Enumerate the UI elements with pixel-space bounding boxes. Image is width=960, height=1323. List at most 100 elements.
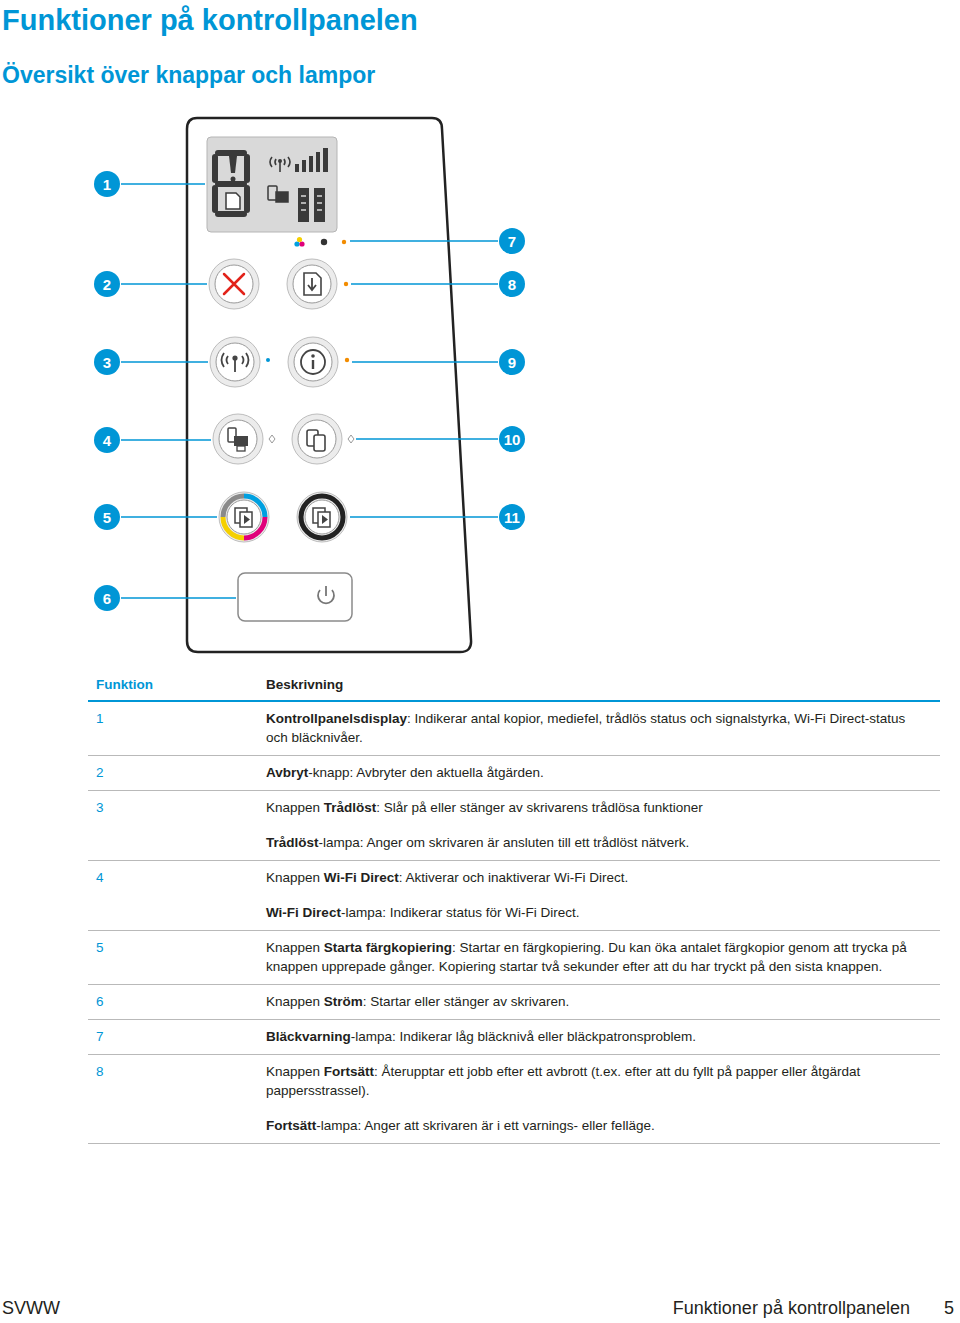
wireless-button: [246, 353, 249, 367]
callout-text: 10: [504, 432, 521, 447]
panel-display: [278, 159, 282, 163]
footer-code: SVWW: [2, 1298, 60, 1319]
print-info-button: [292, 414, 342, 464]
status-lights: [294, 241, 299, 246]
wifi-direct-button: [237, 446, 245, 451]
function-number: 3: [88, 798, 266, 852]
black-copy-button: [305, 500, 339, 534]
table-row: 7Bläckvarning-lampa: Indikerar låg bläck…: [88, 1020, 940, 1055]
function-number: 8: [88, 1062, 266, 1135]
footer-chapter: Funktioner på kontrollpanelen: [673, 1298, 910, 1319]
black-copy-button: [297, 492, 347, 542]
description-cell: Bläckvarning-lampa: Indikerar låg bläckn…: [266, 1027, 940, 1046]
color-copy-button: [240, 512, 252, 527]
feature-name: Fortsätt: [324, 1064, 374, 1079]
color-copy-button: [244, 515, 250, 524]
function-number: 5: [88, 938, 266, 976]
description-paragraph: KnappenWi-Fi Direct: Aktiverar och inakt…: [266, 868, 930, 887]
panel-display: [207, 137, 337, 232]
resume-button: [287, 259, 337, 309]
panel-display: [323, 148, 328, 172]
callout-number: 5: [94, 504, 120, 530]
description-text: Knappen: [266, 940, 320, 955]
leader-line: [121, 283, 207, 285]
leader-line: [352, 361, 498, 363]
callout-text: 1: [103, 177, 111, 192]
description-cell: KnappenWi-Fi Direct: Aktiverar och inakt…: [266, 868, 940, 922]
panel-display: [288, 157, 290, 167]
callout-text: 2: [103, 277, 111, 292]
page-title: Funktioner på kontrollpanelen: [2, 4, 418, 37]
description-paragraph: Bläckvarning-lampa: Indikerar låg bläckn…: [266, 1027, 930, 1046]
callout-text: 4: [103, 433, 111, 448]
panel-display: [295, 164, 299, 172]
panel-housing: [187, 118, 471, 652]
panel-display: [218, 211, 244, 217]
info-button: [312, 360, 314, 369]
description-paragraph: KnappenStarta färgkopiering: Startar en …: [266, 938, 930, 976]
wireless-button: [222, 353, 225, 367]
description-text: -lampa: Indikerar låg bläcknivå eller bl…: [351, 1029, 696, 1044]
table-row: 1Kontrollpanelsdisplay: Indikerar antal …: [88, 702, 940, 756]
wireless-button: [232, 355, 237, 360]
panel-display: [244, 157, 250, 180]
table-header: FunktionBeskrivning: [88, 670, 940, 702]
panel-display: [284, 159, 285, 165]
panel-display: [212, 188, 218, 210]
panel-display: [218, 181, 244, 187]
leader-line: [121, 516, 217, 518]
cancel-button: [224, 274, 244, 294]
callout-text: 9: [508, 355, 516, 370]
panel-display: [316, 152, 320, 172]
info-button: [294, 343, 332, 381]
function-number: 7: [88, 1027, 266, 1046]
leader-line: [350, 240, 498, 242]
black-copy-button: [318, 512, 330, 527]
leader-lines: [121, 184, 498, 598]
panel-display: [275, 159, 276, 165]
cancel-button: [209, 259, 259, 309]
description-text: : Startar eller stänger av skrivaren.: [363, 994, 569, 1009]
panel-display: [270, 157, 272, 167]
wireless-button: [210, 337, 260, 387]
black-copy-button: [297, 492, 347, 542]
function-table: FunktionBeskrivning1Kontrollpanelsdispla…: [88, 670, 940, 1144]
color-copy-button: [227, 500, 261, 534]
panel-display: [229, 156, 237, 173]
description-paragraph: Avbryt-knapp: Avbryter den aktuella åtgä…: [266, 763, 930, 782]
description-text: : Slår på eller stänger av skrivarens tr…: [376, 800, 702, 815]
description-text: Knappen: [266, 800, 320, 815]
wireless-button: [210, 337, 260, 387]
panel-display: [298, 188, 309, 222]
description-text: -lampa: Anger om skrivaren är ansluten t…: [319, 835, 690, 850]
status-lights: [297, 237, 302, 242]
panel-display: [302, 160, 306, 172]
panel-display: [295, 148, 328, 172]
description-paragraph: KnappenStröm: Startar eller stänger av s…: [266, 992, 930, 1011]
table-row: 3KnappenTrådlöst: Slår på eller stänger …: [88, 791, 940, 861]
function-number: 4: [88, 868, 266, 922]
black-copy-button: [322, 515, 328, 524]
status-lights: [344, 282, 348, 286]
description-paragraph: KnappenTrådlöst: Slår på eller stänger a…: [266, 798, 930, 817]
function-number: 2: [88, 763, 266, 782]
table-row: 2Avbryt-knapp: Avbryter den aktuella åtg…: [88, 756, 940, 791]
description-paragraph: KnappenFortsätt: Återupptar ett jobb eft…: [266, 1062, 930, 1100]
description-text: : Aktiverar och inaktiverar Wi-Fi Direct…: [399, 870, 629, 885]
print-info-button: [298, 420, 336, 458]
wireless-button: [216, 343, 254, 381]
panel-display: [218, 150, 244, 156]
callout-text: 7: [508, 234, 516, 249]
print-info-button: [314, 435, 325, 451]
wireless-button: [242, 356, 244, 364]
feature-name: Wi-Fi Direct: [324, 870, 399, 885]
callout-text: 6: [103, 591, 111, 606]
power-button: [325, 586, 327, 596]
resume-button: [293, 265, 331, 303]
wifi-direct-button: [234, 436, 248, 446]
resume-button: [308, 278, 316, 290]
feature-name: Wi-Fi Direct: [266, 905, 341, 920]
wireless-button: [234, 359, 236, 372]
power-button: [238, 573, 352, 621]
callout-text: 5: [103, 510, 111, 525]
